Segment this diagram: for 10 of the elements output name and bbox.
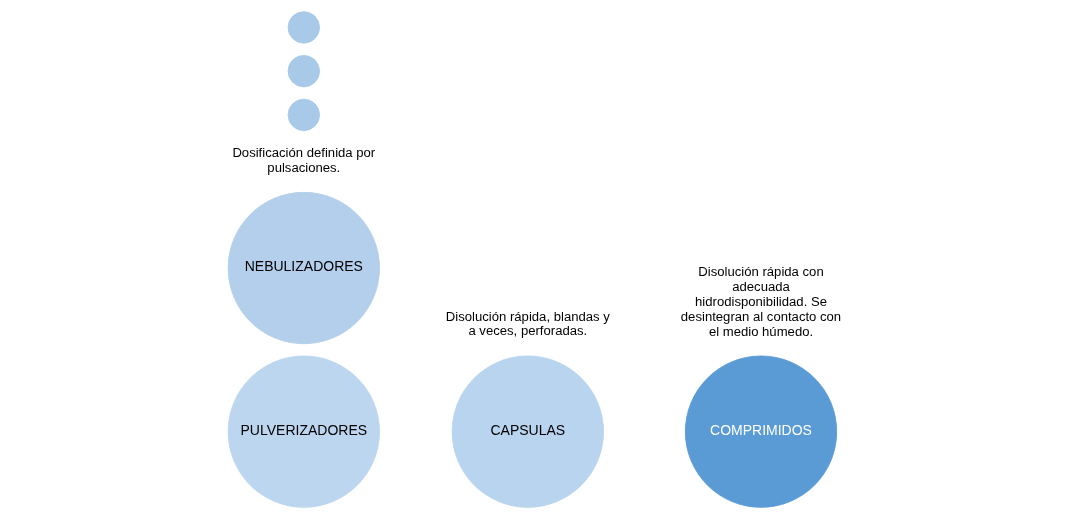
node-label: Disolución rápida con adecuada hidrodisponibilidad. Se desintegran al contacto con el medio húmedo. xyxy=(680,264,841,339)
node-circle: CAPSULAS xyxy=(451,355,604,508)
node-label: Disolución rápida, blandas y a veces, perforadas. xyxy=(445,308,610,339)
node-label: Dosificación definida por pulsaciones. xyxy=(231,144,375,175)
node-circle xyxy=(287,98,320,132)
node-circle xyxy=(287,11,320,44)
node-circle: COMPRIMIDOS xyxy=(684,355,837,508)
node-circle: NEBULIZADORES xyxy=(227,191,380,345)
node-circle: PULVERIZADORES xyxy=(227,355,380,508)
node-circle xyxy=(287,54,320,88)
